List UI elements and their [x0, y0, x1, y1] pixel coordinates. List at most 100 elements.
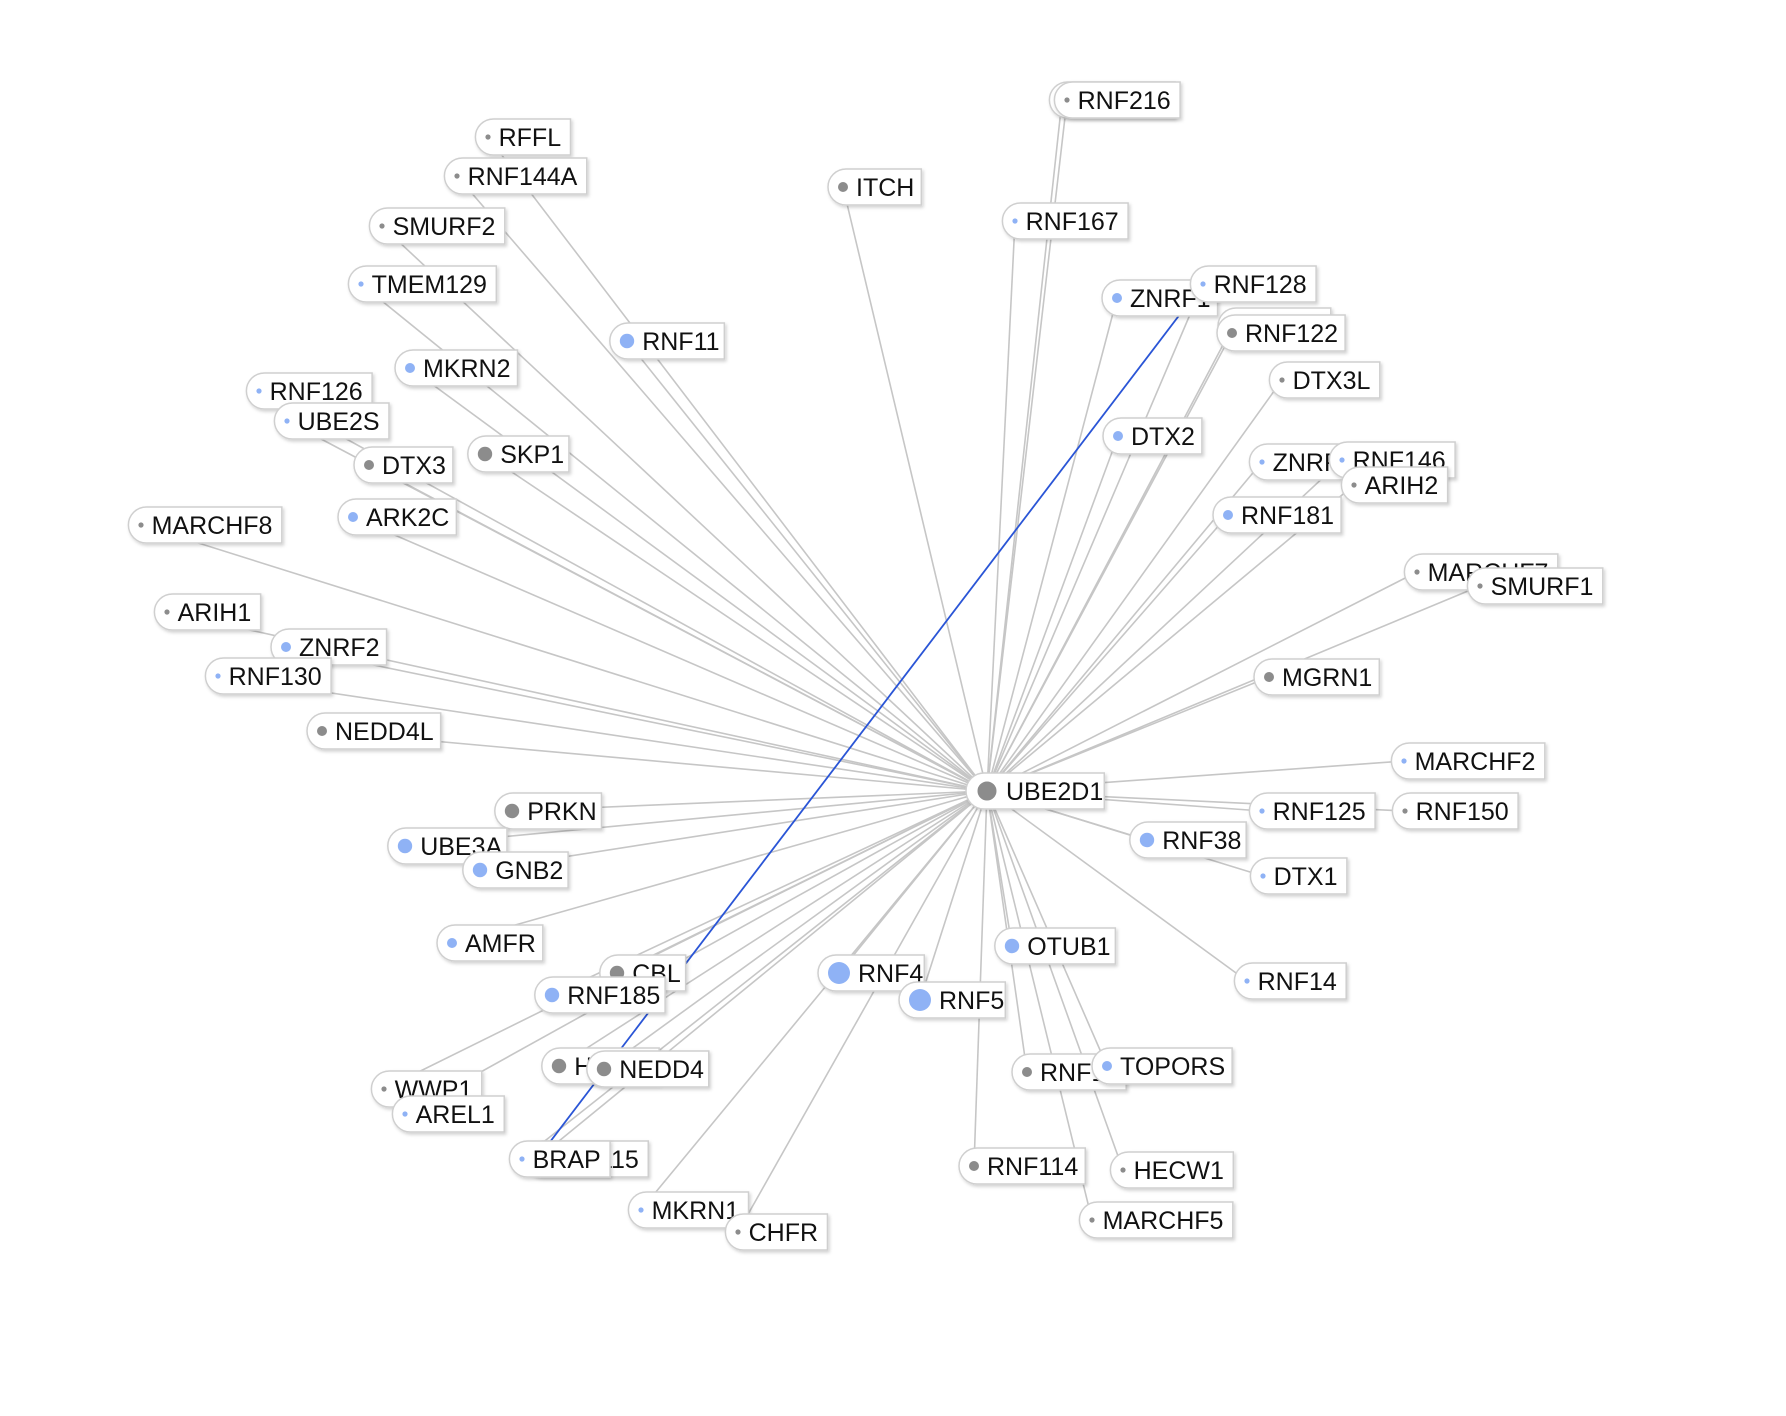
node-dot[interactable] [596, 1061, 612, 1077]
node-znrf2[interactable]: ZNRF2 [270, 628, 388, 666]
node-rnf150[interactable]: RNF150 [1391, 792, 1519, 830]
node-ube2d1[interactable]: UBE2D1 [965, 772, 1106, 810]
node-skp1[interactable]: SKP1 [467, 435, 570, 473]
node-dot[interactable] [454, 173, 460, 179]
node-dot[interactable] [281, 642, 291, 652]
node-dot[interactable] [638, 1207, 644, 1213]
node-marchf8[interactable]: MARCHF8 [127, 506, 283, 544]
node-mkrn2[interactable]: MKRN2 [394, 349, 519, 387]
node-dot[interactable] [1477, 583, 1483, 589]
node-dot[interactable] [1351, 482, 1357, 488]
node-dot[interactable] [519, 1156, 525, 1162]
node-amfr[interactable]: AMFR [436, 924, 544, 962]
node-dot[interactable] [974, 778, 1000, 804]
node-itch[interactable]: ITCH [827, 168, 923, 206]
node-rnf130[interactable]: RNF130 [204, 657, 332, 695]
node-dot[interactable] [1113, 431, 1123, 441]
node-dot[interactable] [1401, 758, 1407, 764]
node-tmem129[interactable]: TMEM129 [347, 265, 498, 303]
node-arel1[interactable]: AREL1 [391, 1095, 505, 1133]
node-dot[interactable] [164, 609, 170, 615]
node-dot[interactable] [1112, 293, 1122, 303]
node-dtx1[interactable]: DTX1 [1249, 857, 1348, 895]
node-nedd4[interactable]: NEDD4 [586, 1050, 710, 1088]
node-rnf185[interactable]: RNF185 [534, 976, 666, 1014]
node-rnf144a[interactable]: RNF144A [443, 157, 588, 195]
node-dot[interactable] [544, 987, 560, 1003]
node-dot[interactable] [317, 726, 327, 736]
node-dot[interactable] [551, 1058, 567, 1074]
node-arih2[interactable]: ARIH2 [1340, 466, 1449, 504]
node-rnf167[interactable]: RNF167 [1001, 202, 1129, 240]
node-dot[interactable] [735, 1229, 741, 1235]
node-smurf2[interactable]: SMURF2 [368, 207, 506, 245]
node-dot[interactable] [1339, 457, 1345, 463]
node-chfr[interactable]: CHFR [724, 1213, 829, 1251]
node-rnf14[interactable]: RNF14 [1233, 962, 1347, 1000]
node-dtx3[interactable]: DTX3 [353, 446, 454, 484]
node-otub1[interactable]: OTUB1 [994, 927, 1117, 965]
node-topors[interactable]: TOPORS [1091, 1047, 1233, 1085]
node-rnf122[interactable]: RNF122 [1216, 314, 1346, 352]
node-marchf2[interactable]: MARCHF2 [1390, 742, 1546, 780]
node-dot[interactable] [364, 460, 374, 470]
node-dot[interactable] [1022, 1067, 1032, 1077]
node-rnf38[interactable]: RNF38 [1129, 821, 1247, 859]
node-dot[interactable] [402, 1111, 408, 1117]
node-dot[interactable] [215, 673, 221, 679]
node-dot[interactable] [472, 862, 488, 878]
node-rffl[interactable]: RFFL [474, 118, 572, 156]
node-dot[interactable] [1120, 1167, 1126, 1173]
node-dot[interactable] [1064, 97, 1070, 103]
node-rnf216b[interactable]: RNF216 [1053, 81, 1181, 119]
node-prkn[interactable]: PRKN [494, 792, 603, 830]
node-dot[interactable] [381, 1086, 387, 1092]
node-znrf1[interactable]: ZNRF1 [1101, 279, 1219, 317]
node-rnf114[interactable]: RNF114 [958, 1147, 1086, 1185]
node-dot[interactable] [619, 333, 635, 349]
node-mgrn1[interactable]: MGRN1 [1253, 658, 1381, 696]
node-smurf1[interactable]: SMURF1 [1466, 567, 1604, 605]
node-rnf11[interactable]: RNF11 [609, 322, 726, 360]
node-dot[interactable] [909, 989, 931, 1011]
node-dot[interactable] [405, 363, 415, 373]
node-dot[interactable] [1089, 1217, 1095, 1223]
node-dot[interactable] [348, 512, 358, 522]
node-dot[interactable] [1264, 672, 1274, 682]
node-gnb2[interactable]: GNB2 [462, 851, 569, 889]
node-dot[interactable] [284, 418, 290, 424]
node-dot[interactable] [1223, 510, 1233, 520]
node-dot[interactable] [485, 134, 491, 140]
node-dot[interactable] [1260, 873, 1266, 879]
node-dot[interactable] [1227, 328, 1237, 338]
node-dot[interactable] [1139, 832, 1155, 848]
node-rnf126[interactable]: RNF126 [245, 372, 373, 410]
node-dot[interactable] [1402, 808, 1408, 814]
node-dot[interactable] [828, 962, 850, 984]
node-dot[interactable] [358, 281, 364, 287]
node-dot[interactable] [1259, 459, 1265, 465]
node-dot[interactable] [1102, 1061, 1112, 1071]
node-ube2s[interactable]: UBE2S [273, 402, 390, 440]
node-dot[interactable] [969, 1161, 979, 1171]
node-rnf5[interactable]: RNF5 [898, 981, 1007, 1019]
node-dot[interactable] [138, 522, 144, 528]
node-dot[interactable] [838, 182, 848, 192]
node-brap[interactable]: BRAP [508, 1140, 611, 1178]
node-dot[interactable] [1279, 377, 1285, 383]
node-marchf5[interactable]: MARCHF5 [1078, 1201, 1234, 1239]
node-dot[interactable] [1004, 938, 1020, 954]
node-dot[interactable] [477, 446, 493, 462]
node-ark2c[interactable]: ARK2C [337, 498, 458, 536]
node-dot[interactable] [1012, 218, 1018, 224]
node-dot[interactable] [1414, 569, 1420, 575]
node-dot[interactable] [1244, 978, 1250, 984]
node-nedd4l[interactable]: NEDD4L [306, 712, 442, 750]
node-rnf125[interactable]: RNF125 [1248, 792, 1376, 830]
node-rnf181[interactable]: RNF181 [1212, 496, 1342, 534]
node-dot[interactable] [1259, 808, 1265, 814]
node-dot[interactable] [379, 223, 385, 229]
node-dot[interactable] [256, 388, 262, 394]
node-dot[interactable] [1200, 281, 1206, 287]
node-dtx3l[interactable]: DTX3L [1268, 361, 1381, 399]
